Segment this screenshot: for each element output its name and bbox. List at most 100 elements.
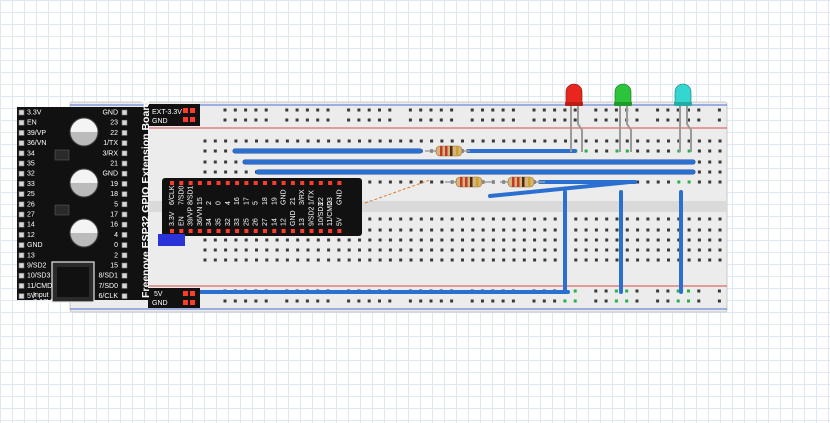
right-pin-label: GND [102, 171, 118, 178]
right-pin-label: 0 [114, 242, 118, 249]
hole [646, 258, 650, 262]
jumper-wires [198, 148, 696, 294]
hole [667, 228, 670, 232]
hole [594, 149, 598, 153]
hole [471, 228, 475, 232]
hole [254, 108, 258, 112]
hole [368, 217, 372, 221]
hole [316, 258, 320, 262]
hole [615, 258, 619, 262]
hole [358, 238, 361, 242]
header-pin [300, 229, 305, 233]
hole [234, 170, 238, 174]
hole [213, 238, 217, 242]
hole [378, 258, 382, 262]
right-pin [121, 262, 128, 269]
hole [440, 139, 444, 143]
hole [553, 238, 557, 242]
hole [605, 139, 609, 143]
header-pin-label: 11/CMD [327, 201, 334, 226]
hole [605, 228, 609, 232]
hole [306, 139, 310, 143]
header-pin [170, 181, 174, 185]
hole [419, 217, 423, 221]
right-pin [121, 170, 128, 177]
hole [574, 238, 578, 242]
left-pin-label: 14 [27, 222, 35, 229]
hole [388, 180, 392, 184]
hole [708, 248, 712, 252]
hole [522, 248, 526, 252]
hole [285, 299, 289, 303]
right-pin-label: 18 [110, 191, 118, 198]
header-pin [188, 229, 193, 233]
hole [440, 217, 444, 221]
hole [203, 238, 207, 242]
capacitor-1 [69, 117, 99, 147]
hole [244, 248, 248, 252]
hole [676, 299, 680, 303]
hole [378, 299, 381, 303]
header-pin [272, 181, 277, 185]
hole [687, 180, 691, 184]
left-pin-label: 27 [27, 212, 35, 219]
left-pin-label: 3.3V [27, 110, 42, 117]
hole [605, 238, 609, 242]
left-pin-label: 5V [27, 293, 36, 300]
hole [347, 238, 351, 242]
left-pin [18, 170, 25, 177]
left-pin-label: 33 [27, 181, 35, 188]
hole [532, 118, 536, 122]
hole [224, 160, 228, 164]
hole [491, 118, 495, 122]
hole [316, 238, 320, 242]
header-pin-label: 18 [262, 197, 269, 205]
right-pin-label: 7/SD0 [99, 283, 119, 290]
cyan-led [674, 83, 692, 152]
hole [419, 228, 423, 232]
hole [285, 248, 289, 252]
hole [636, 238, 640, 242]
hole [543, 228, 547, 232]
hole [224, 238, 228, 242]
header-pin-label: 6/CLK [169, 185, 176, 205]
hole [667, 217, 670, 221]
hole [440, 258, 444, 262]
ribbon-connector [158, 234, 185, 246]
hole [533, 248, 537, 252]
hole [625, 238, 629, 242]
hole [553, 228, 557, 232]
header-pin-label: 33 [234, 218, 241, 226]
hole [594, 299, 598, 303]
header-pin [281, 229, 286, 233]
capacitor-3 [69, 218, 99, 248]
hole [615, 217, 619, 221]
hole [502, 228, 506, 232]
right-pin-label: 23 [110, 120, 118, 127]
hole [717, 299, 721, 303]
header-pin-label: 36/VN [197, 207, 204, 226]
hole [368, 248, 372, 252]
hole [584, 149, 588, 153]
header-pin-label: 9/SD2 [309, 206, 316, 226]
hole [532, 299, 536, 303]
hole [419, 118, 423, 122]
left-pin-header [18, 109, 25, 299]
wire-5 [488, 180, 632, 198]
resistor-3 [500, 176, 545, 188]
hole [522, 238, 526, 242]
hole [255, 139, 258, 143]
hole [543, 238, 547, 242]
left-pin [18, 232, 25, 238]
hole [491, 258, 495, 262]
hole [697, 248, 701, 252]
hole [718, 248, 722, 252]
header-pin-label: 2 [206, 201, 213, 205]
resistors [425, 145, 545, 188]
hole [667, 238, 670, 242]
left-pin [18, 221, 25, 228]
hole [203, 258, 207, 262]
hole [636, 217, 640, 221]
hole [635, 108, 639, 112]
hole [532, 108, 536, 112]
